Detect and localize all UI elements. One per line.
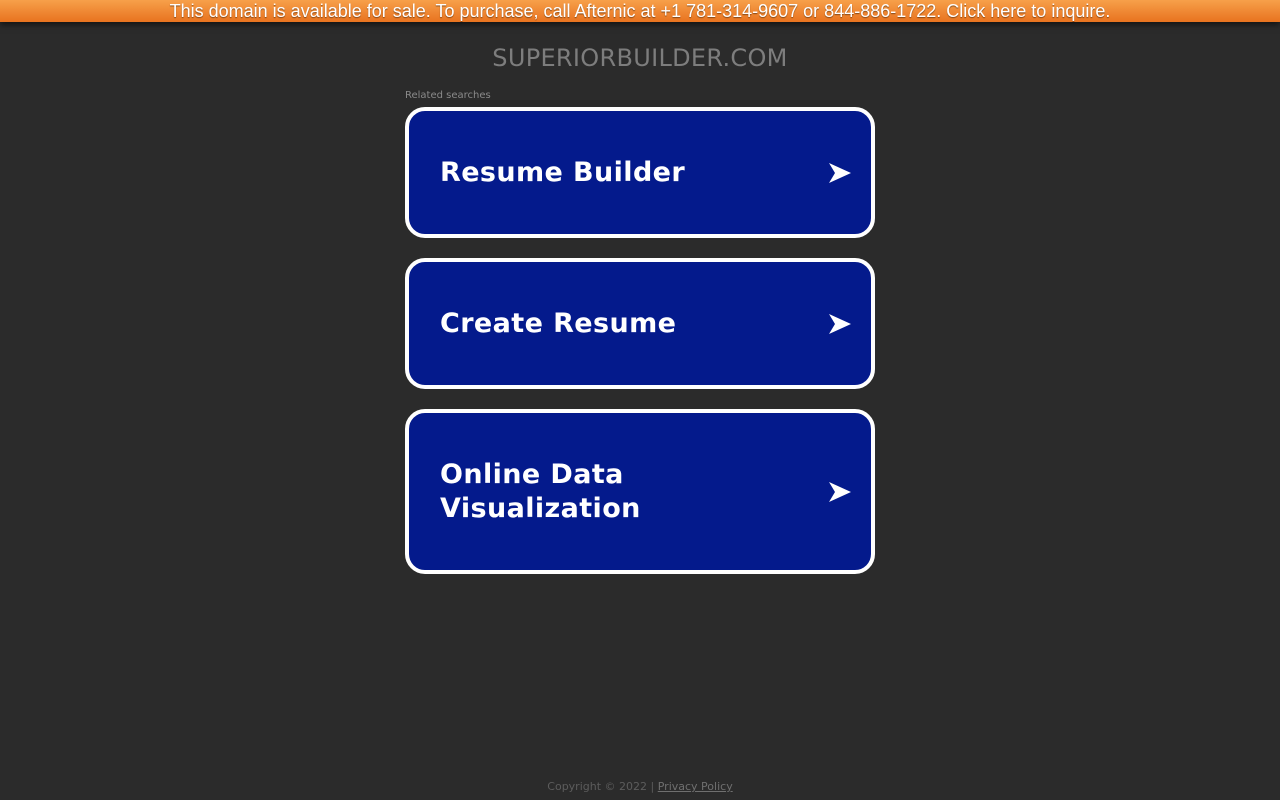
- related-search-label: Online Data Visualization: [440, 458, 641, 524]
- related-search-link-create-resume[interactable]: Create Resume: [405, 258, 875, 389]
- arrow-right-icon: [829, 481, 851, 502]
- domain-title: SUPERIORBUILDER.COM: [492, 44, 788, 72]
- for-sale-banner-text[interactable]: This domain is available for sale. To pu…: [169, 1, 1111, 21]
- for-sale-banner[interactable]: This domain is available for sale. To pu…: [0, 0, 1280, 22]
- arrow-right-icon: [829, 313, 851, 334]
- related-search-link-online-data-visualization[interactable]: Online Data Visualization: [405, 409, 875, 574]
- arrow-right-icon: [829, 162, 851, 183]
- related-search-label: Create Resume: [440, 307, 677, 339]
- related-search-label: Resume Builder: [440, 156, 686, 188]
- related-search-link-resume-builder[interactable]: Resume Builder: [405, 107, 875, 238]
- related-searches-list: Resume Builder Create Resume Online Data…: [405, 107, 875, 594]
- copyright-text: Copyright © 2022 |: [547, 780, 655, 793]
- footer: Copyright © 2022 | Privacy Policy: [0, 780, 1280, 794]
- privacy-policy-link[interactable]: Privacy Policy: [657, 780, 733, 793]
- related-searches-label: Related searches: [405, 90, 491, 101]
